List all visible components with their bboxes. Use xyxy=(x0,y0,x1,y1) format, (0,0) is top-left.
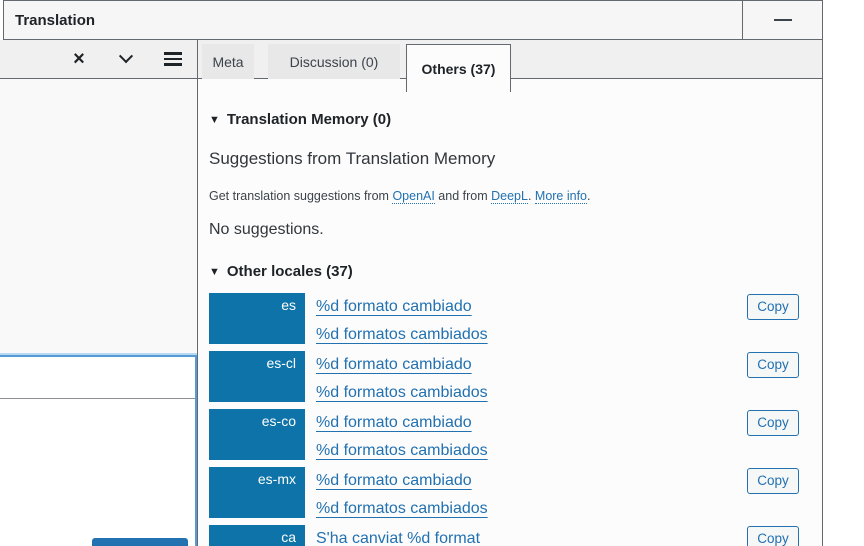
hint-text: . xyxy=(587,189,591,203)
tm-hint: Get translation suggestions from OpenAI … xyxy=(209,189,591,204)
save-button[interactable] xyxy=(92,538,188,546)
more-info-link[interactable]: More info xyxy=(534,189,588,204)
other-locales-heading[interactable]: ▼ Other locales (37) xyxy=(209,263,353,280)
translation-links: %d formato cambiado %d formatos cambiado… xyxy=(316,293,488,349)
translation-link[interactable]: %d formatos cambiados xyxy=(316,384,488,401)
copy-button[interactable]: Copy xyxy=(747,294,799,320)
hint-text: . xyxy=(527,189,535,203)
editor-divider xyxy=(0,398,195,399)
locale-badge: es-cl xyxy=(209,351,305,402)
collapse-button[interactable] xyxy=(117,49,135,68)
no-suggestions-message: No suggestions. xyxy=(209,221,324,238)
tab-meta[interactable]: Meta xyxy=(202,44,254,79)
tab-content: ▼ Translation Memory (0) Suggestions from… xyxy=(198,80,822,546)
editor-toolbar: × xyxy=(0,40,197,79)
translation-link[interactable]: %d formato cambiado xyxy=(316,472,472,489)
copy-button[interactable]: Copy xyxy=(747,526,799,546)
copy-button[interactable]: Copy xyxy=(747,410,799,436)
translation-memory-title: Translation Memory (0) xyxy=(226,111,392,128)
openai-link[interactable]: OpenAI xyxy=(392,189,435,204)
translation-link[interactable]: %d formatos cambiados xyxy=(316,500,488,517)
collapse-triangle-icon: ▼ xyxy=(209,114,220,126)
details-panel: Meta Discussion (0) Others (37) ▼ Transla… xyxy=(198,40,823,546)
chevron-down-icon xyxy=(118,49,134,64)
translation-links: %d formato cambiado %d formatos cambiado… xyxy=(316,409,488,465)
tab-discussion[interactable]: Discussion (0) xyxy=(268,44,400,79)
collapse-triangle-icon: ▼ xyxy=(209,266,220,278)
translation-link[interactable]: %d formatos cambiados xyxy=(316,326,488,343)
close-button[interactable]: × xyxy=(70,48,88,70)
locale-row-es-cl: es-cl %d formato cambiado %d formatos ca… xyxy=(198,351,822,402)
locale-row-ca: ca S'ha canviat %d format Copy xyxy=(198,525,822,546)
translation-links: S'ha canviat %d format xyxy=(316,525,480,546)
translation-memory-heading[interactable]: ▼ Translation Memory (0) xyxy=(209,111,391,128)
editor-panel: × xyxy=(0,40,198,546)
close-icon: × xyxy=(73,48,85,70)
deepl-link[interactable]: DeepL xyxy=(491,189,528,204)
translation-link[interactable]: %d formato cambiado xyxy=(316,298,472,315)
tm-subtitle: Suggestions from Translation Memory xyxy=(209,149,496,168)
locale-row-es: es %d formato cambiado %d formatos cambi… xyxy=(198,293,822,344)
locale-badge: es-mx xyxy=(209,467,305,518)
titlebar: Translation xyxy=(3,0,823,40)
tabbar: Meta Discussion (0) Others (37) xyxy=(198,40,822,92)
translation-link[interactable]: %d formato cambiado xyxy=(316,356,472,373)
copy-button[interactable]: Copy xyxy=(747,468,799,494)
hint-text: Get translation suggestions from xyxy=(209,189,393,203)
hint-text: and from xyxy=(434,189,492,203)
hamburger-icon xyxy=(164,52,182,66)
translation-links: %d formato cambiado %d formatos cambiado… xyxy=(316,351,488,407)
minimize-button[interactable] xyxy=(742,1,822,39)
locale-list: es %d formato cambiado %d formatos cambi… xyxy=(198,293,822,546)
tab-others[interactable]: Others (37) xyxy=(406,44,511,92)
dialog-title: Translation xyxy=(15,12,96,29)
locale-row-es-co: es-co %d formato cambiado %d formatos ca… xyxy=(198,409,822,460)
translation-link[interactable]: %d formatos cambiados xyxy=(316,442,488,459)
translation-textarea[interactable] xyxy=(0,355,197,546)
copy-button[interactable]: Copy xyxy=(747,352,799,378)
menu-button[interactable] xyxy=(164,50,182,68)
locale-badge: ca xyxy=(209,525,305,546)
translation-dialog: Translation × Meta Disc xyxy=(0,0,823,546)
locale-badge: es xyxy=(209,293,305,344)
minimize-icon xyxy=(773,19,792,21)
translation-links: %d formato cambiado %d formatos cambiado… xyxy=(316,467,488,523)
translation-link[interactable]: S'ha canviat %d format xyxy=(316,530,481,546)
other-locales-title: Other locales (37) xyxy=(226,263,353,280)
locale-badge: es-co xyxy=(209,409,305,460)
locale-row-es-mx: es-mx %d formato cambiado %d formatos ca… xyxy=(198,467,822,518)
translation-link[interactable]: %d formato cambiado xyxy=(316,414,472,431)
